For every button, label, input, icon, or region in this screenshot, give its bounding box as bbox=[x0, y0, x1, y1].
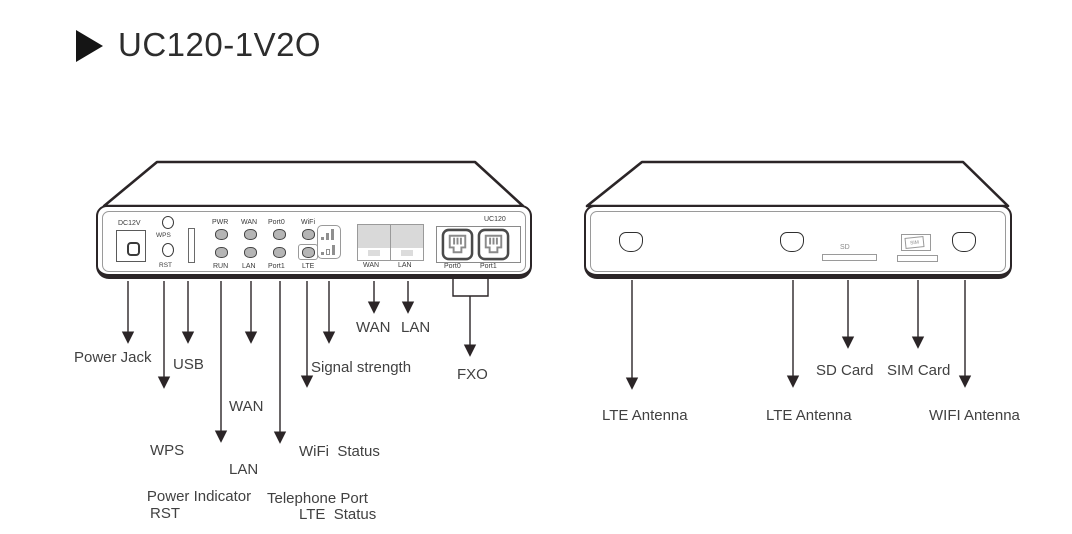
device-top-surfaces bbox=[102, 160, 1010, 208]
phone-label-port1: Port1 bbox=[480, 263, 497, 270]
wifi-signal-icon bbox=[321, 237, 324, 240]
label-usb: USB bbox=[173, 356, 204, 373]
lan-port-opening bbox=[391, 225, 423, 248]
rj11-port0-icon bbox=[441, 228, 474, 261]
rj11-port1-icon bbox=[477, 228, 510, 261]
rst-button-label: RST bbox=[159, 262, 172, 269]
wifi-signal-icon bbox=[331, 229, 334, 240]
label-wan-port: WAN bbox=[356, 319, 391, 336]
label-sim-card: SIM Card bbox=[887, 362, 951, 379]
sim-card-slot bbox=[897, 255, 938, 262]
pwr-led bbox=[215, 229, 228, 240]
rear-device-face bbox=[584, 205, 1012, 279]
lte-led bbox=[302, 247, 315, 258]
label-telephone-port: Telephone Port bbox=[267, 490, 368, 507]
dc12v-label: DC12V bbox=[118, 220, 141, 227]
wan-port-opening bbox=[358, 225, 390, 248]
label-power-run-indicator: Power Indicator RUN Indicator bbox=[139, 444, 259, 534]
power-jack-port bbox=[116, 230, 146, 262]
lte-signal-icon bbox=[326, 249, 330, 255]
lte-signal-icon bbox=[332, 245, 335, 255]
annotation-arrows bbox=[121, 279, 972, 444]
wan-led bbox=[244, 229, 257, 240]
label-lan-led: LAN bbox=[229, 461, 259, 478]
lte-signal-icon bbox=[321, 252, 324, 255]
label-fxo: FXO bbox=[457, 366, 488, 383]
label-lte-status: LTE Status bbox=[299, 506, 377, 523]
label-wifi-status: WiFi Status bbox=[299, 443, 380, 460]
fxo-bracket bbox=[452, 279, 489, 297]
label-signal-strength: Signal strength bbox=[311, 359, 412, 376]
rst-button bbox=[162, 243, 174, 257]
run-led bbox=[215, 247, 228, 258]
wan-port-clip bbox=[368, 250, 380, 256]
led-label-lte: LTE bbox=[302, 263, 315, 270]
label-wifi-antenna: WIFI Antenna bbox=[929, 407, 1020, 424]
front-device-panel bbox=[102, 211, 526, 272]
led-label-pwr: PWR bbox=[212, 219, 229, 226]
wifi-antenna-connector bbox=[952, 232, 976, 252]
label-wifi-lte-status: WiFi Status LTE Status bbox=[299, 399, 380, 534]
sd-slot-label: SD bbox=[840, 244, 850, 251]
wps-button-label: WPS bbox=[156, 232, 171, 239]
port0-led bbox=[273, 229, 286, 240]
led-label-port0: Port0 bbox=[268, 219, 285, 226]
wan-ethernet-port bbox=[358, 225, 391, 260]
label-lte-antenna-mid: LTE Antenna bbox=[766, 407, 852, 424]
sd-card-slot bbox=[822, 254, 877, 261]
lte-antenna-connector-left bbox=[619, 232, 643, 252]
label-wps: WPS bbox=[150, 442, 185, 459]
wps-button bbox=[162, 216, 174, 229]
rear-device-panel bbox=[590, 211, 1006, 272]
lan-led bbox=[244, 247, 257, 258]
label-power-indicator: Power Indicator bbox=[146, 488, 252, 505]
usb-slot bbox=[188, 228, 195, 263]
page-title: UC120-1V2O bbox=[118, 26, 322, 63]
title-triangle-icon bbox=[76, 30, 103, 62]
label-wps-rst: WPS RST bbox=[150, 398, 184, 534]
eth-label-lan: LAN bbox=[398, 262, 412, 269]
label-lte-antenna-left: LTE Antenna bbox=[602, 407, 688, 424]
led-label-wifi: WiFi bbox=[301, 219, 315, 226]
label-lan-port: LAN bbox=[401, 319, 431, 336]
label-wan-lan-led: WAN LAN bbox=[229, 354, 263, 522]
front-device-top bbox=[102, 160, 525, 208]
lte-antenna-connector-mid bbox=[780, 232, 804, 252]
led-label-port1: Port1 bbox=[268, 263, 285, 270]
wifi-led bbox=[302, 229, 315, 240]
rear-device-top bbox=[585, 160, 1010, 208]
led-label-wan: WAN bbox=[241, 219, 258, 226]
label-power-jack: Power Jack bbox=[74, 349, 152, 366]
label-rst: RST bbox=[150, 505, 180, 522]
phone-label-port0: Port0 bbox=[444, 263, 461, 270]
sim-card-icon: SIM bbox=[904, 236, 925, 249]
power-jack-pin bbox=[127, 242, 140, 256]
led-label-lan: LAN bbox=[242, 263, 256, 270]
eth-label-wan: WAN bbox=[363, 262, 380, 269]
lan-port-clip bbox=[401, 250, 413, 256]
label-wan-led: WAN bbox=[229, 398, 264, 415]
lan-ethernet-port bbox=[391, 225, 423, 260]
wifi-signal-icon bbox=[326, 233, 329, 240]
model-label: UC120 bbox=[484, 216, 506, 223]
label-sd-card: SD Card bbox=[816, 362, 874, 379]
port1-led bbox=[273, 247, 286, 258]
label-telephone-pstn: Telephone Port PSTN Line bbox=[267, 446, 368, 534]
ethernet-ports bbox=[357, 224, 424, 261]
led-label-run: RUN bbox=[213, 263, 229, 270]
